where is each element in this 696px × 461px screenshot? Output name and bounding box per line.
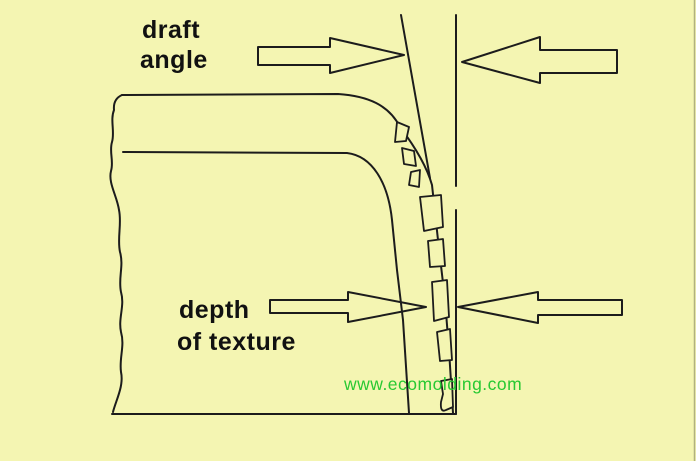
texture-bump bbox=[431, 279, 450, 322]
draft-angle-label: draft angle bbox=[140, 16, 208, 74]
texture-bump bbox=[419, 194, 444, 232]
draft-angle-label-line1: draft bbox=[142, 16, 200, 44]
texture-bump bbox=[394, 121, 410, 143]
texture-bump bbox=[436, 328, 453, 362]
depth-of-texture-label-line2: of texture bbox=[177, 328, 296, 356]
texture-bumps bbox=[394, 121, 454, 412]
texture-depth-arrow-right-icon bbox=[269, 291, 427, 323]
draft-arrow-left-icon bbox=[461, 36, 618, 84]
texture-depth-arrow-left-icon bbox=[457, 291, 623, 324]
part-inner-wall bbox=[122, 151, 410, 414]
part-break-edge bbox=[109, 94, 124, 413]
texture-bump bbox=[401, 147, 417, 167]
depth-of-texture-label: depth of texture bbox=[177, 296, 296, 356]
draft-reference-line bbox=[400, 14, 431, 179]
depth-of-texture-label-line1: depth bbox=[179, 296, 250, 324]
texture-bump bbox=[427, 238, 446, 268]
draft-angle-label-line2: angle bbox=[140, 46, 208, 74]
draft-arrow-right-icon bbox=[257, 37, 405, 74]
watermark-text: www.ecomolding.com bbox=[343, 374, 522, 394]
texture-bump bbox=[439, 378, 454, 412]
texture-bump bbox=[408, 169, 421, 188]
